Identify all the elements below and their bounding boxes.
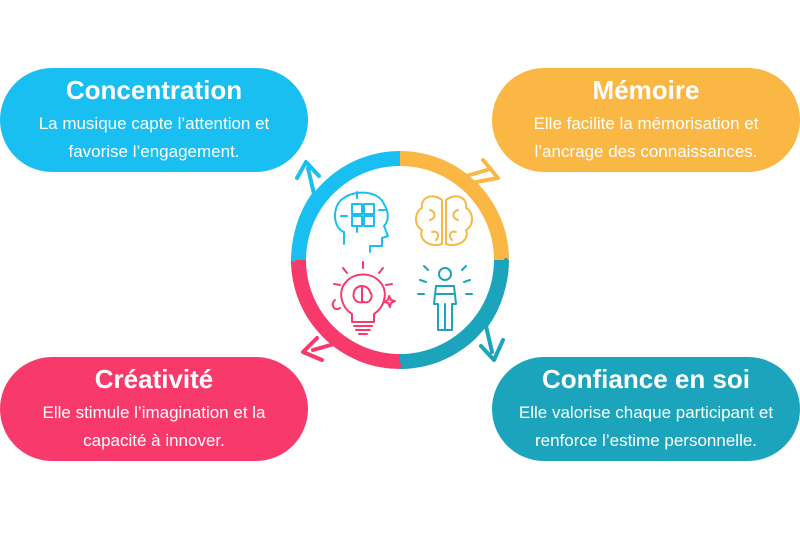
head-puzzle-icon: [334, 191, 389, 253]
card-memoire-line1: Elle facilite la mémorisation et: [533, 114, 759, 133]
card-confiance-line1: Elle valorise chaque participant et: [518, 403, 774, 422]
cycle-arc-memoire: [398, 151, 509, 260]
card-creativite: Créativité Elle stimule l’imagination et…: [0, 357, 308, 461]
card-concentration-line1: La musique capte l’attention et: [38, 114, 270, 133]
card-concentration: Concentration La musique capte l’attenti…: [0, 68, 308, 172]
cycle-arc-concentration: [291, 151, 400, 262]
card-confiance-title: Confiance en soi: [541, 364, 751, 394]
lightbulb-brain-icon: [331, 261, 396, 335]
card-creativite-line1: Elle stimule l’imagination et la: [42, 403, 266, 422]
card-creativite-line2: capacité à innover.: [83, 431, 225, 450]
card-confiance-line2: renforce l’estime personnelle.: [534, 431, 758, 450]
card-memoire-line2: l’ancrage des connaissances.: [534, 142, 758, 161]
confident-person-icon: [417, 265, 473, 331]
brain-icon: [415, 195, 473, 246]
card-creativite-title: Créativité: [94, 364, 214, 394]
card-confiance: Confiance en soi Elle valorise chaque pa…: [492, 357, 800, 461]
card-memoire: Mémoire Elle facilite la mémorisation et…: [492, 68, 800, 172]
card-concentration-line2: favorise l’engagement.: [68, 142, 240, 161]
cycle-arc-creativite: [291, 260, 402, 369]
cycle-arc-confiance: [400, 258, 509, 369]
card-concentration-title: Concentration: [65, 75, 243, 105]
card-memoire-title: Mémoire: [592, 75, 700, 105]
